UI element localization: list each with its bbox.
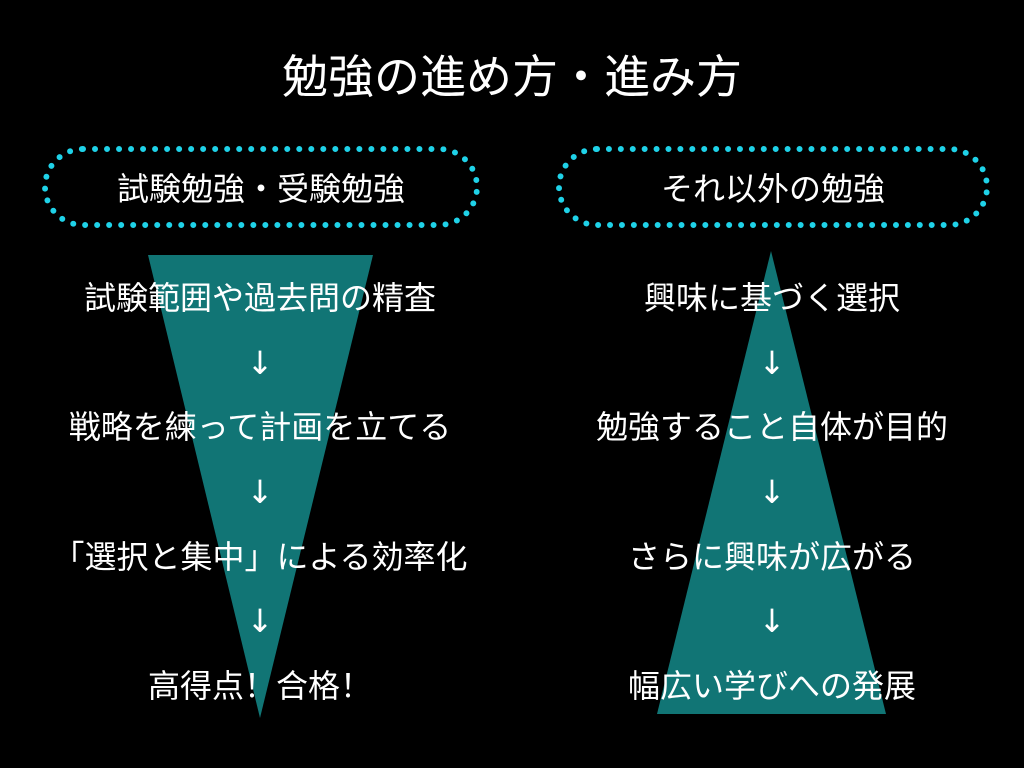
right-header-pill: それ以外の勉強 bbox=[556, 146, 990, 228]
right-step-3: さらに興味が広がる bbox=[627, 537, 916, 576]
down-arrow-icon: ↓ bbox=[758, 343, 786, 382]
left-header-pill: 試験勉強・受験勉強 bbox=[42, 146, 480, 228]
right-header-label: それ以外の勉強 bbox=[660, 170, 885, 208]
down-arrow-icon: ↓ bbox=[246, 602, 274, 641]
down-arrow-icon: ↓ bbox=[246, 343, 274, 382]
right-upright-triangle bbox=[657, 251, 886, 714]
left-header-label: 試験勉強・受験勉強 bbox=[116, 170, 405, 208]
left-steps-column: 試験範囲や過去問の精査 ↓ 戦略を練って計画を立てる ↓ 「選択と集中」による効… bbox=[0, 272, 520, 712]
left-step-2: 戦略を練って計画を立てる bbox=[68, 408, 452, 447]
left-inverted-triangle bbox=[148, 255, 373, 718]
right-step-4: 幅広い学びへの発展 bbox=[627, 666, 916, 705]
right-steps-column: 興味に基づく選択 ↓ 勉強すること自体が目的 ↓ さらに興味が広がる ↓ 幅広い… bbox=[520, 272, 1024, 712]
down-arrow-icon: ↓ bbox=[758, 472, 786, 511]
right-step-1: 興味に基づく選択 bbox=[643, 279, 900, 317]
down-arrow-icon: ↓ bbox=[758, 602, 786, 641]
page-title: 勉強の進め方・進み方 bbox=[282, 50, 742, 104]
left-step-1: 試験範囲や過去問の精査 bbox=[83, 279, 436, 317]
down-arrow-icon: ↓ bbox=[246, 472, 274, 511]
left-step-4: 高得点！合格！ bbox=[147, 666, 372, 705]
right-step-2: 勉強すること自体が目的 bbox=[595, 408, 948, 447]
left-step-3: 「選択と集中」による効率化 bbox=[52, 537, 468, 576]
